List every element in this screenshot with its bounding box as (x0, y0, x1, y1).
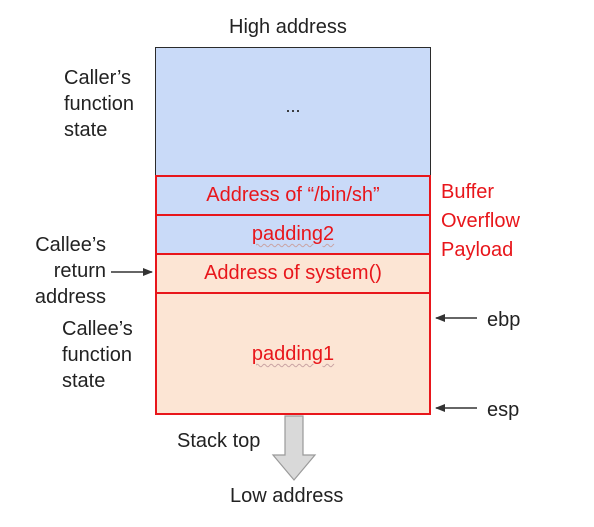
caller-function-state-label: Caller’s function state (64, 67, 135, 141)
padding2-cell: padding2 (155, 214, 431, 255)
buffer-overflow-payload-label: Buffer Overflow Payload (441, 181, 520, 261)
stack-growth-arrow (271, 415, 317, 481)
high-address-label: High address (229, 16, 347, 38)
callee-return-address-label: Callee’s return address (34, 234, 106, 308)
binsh-address-cell: Address of “/bin/sh” (155, 175, 431, 216)
ellipsis-text: ... (285, 95, 301, 116)
callee-function-state-label: Callee’s function state (62, 318, 133, 392)
padding1-cell: padding1 (155, 292, 431, 415)
ebp-label: ebp (487, 309, 521, 331)
stack-top-label: Stack top (177, 430, 261, 452)
system-address-cell: Address of system() (155, 253, 431, 294)
low-address-label: Low address (230, 485, 344, 507)
caller-state-block: ... (155, 47, 431, 176)
esp-label: esp (487, 399, 520, 421)
